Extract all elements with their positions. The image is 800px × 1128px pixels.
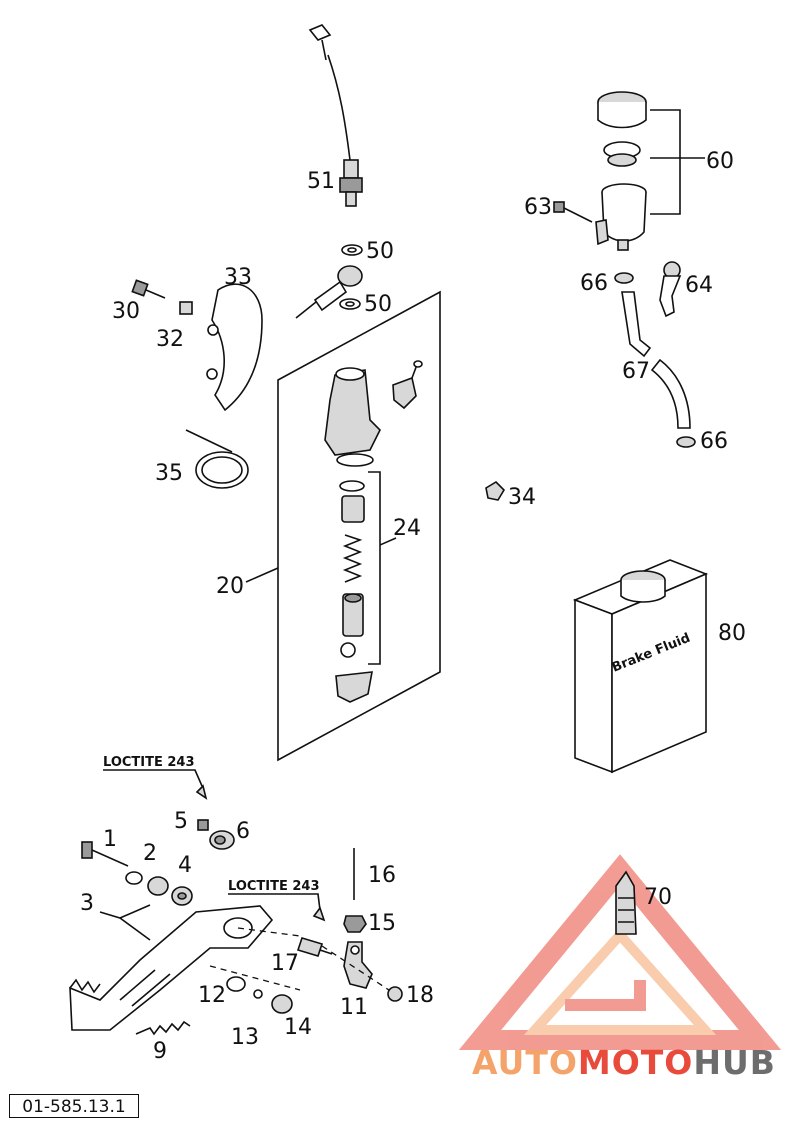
washer-50-bottom — [339, 298, 361, 310]
nut-34 — [485, 480, 506, 501]
label-24: 24 — [393, 516, 421, 541]
label-66-bottom: 66 — [700, 429, 728, 454]
bushing-6 — [209, 830, 235, 850]
clip-18 — [387, 986, 403, 1002]
label-3: 3 — [80, 891, 94, 916]
hose-67 — [621, 291, 691, 429]
bolt-30 — [131, 279, 166, 299]
nut-14 — [271, 994, 293, 1014]
loctite-label-1: LOCTITE 243 — [103, 755, 195, 770]
label-13: 13 — [231, 1025, 259, 1050]
watermark-part-2: MOTO — [577, 1043, 694, 1082]
master-cylinder-group-frame — [245, 290, 441, 762]
label-14: 14 — [284, 1015, 312, 1040]
reservoir-hose-elbow — [392, 360, 423, 410]
loctite-drop-1 — [195, 784, 208, 800]
label-70: 70 — [644, 885, 672, 910]
reservoir-group-bracket — [650, 109, 681, 215]
label-20: 20 — [216, 574, 244, 599]
label-66-top: 66 — [580, 271, 608, 296]
label-6: 6 — [236, 819, 250, 844]
label-9: 9 — [153, 1039, 167, 1064]
bolt-63 — [553, 201, 593, 223]
washer-2 — [125, 871, 143, 885]
label-50-top: 50 — [366, 239, 394, 264]
label-16: 16 — [368, 863, 396, 888]
heat-guard-33 — [206, 283, 263, 412]
loctite-drop-2 — [312, 906, 326, 922]
label-63: 63 — [524, 195, 552, 220]
label-12: 12 — [198, 983, 226, 1008]
label-2: 2 — [143, 841, 157, 866]
watermark-text: AUTOMOTOHUB — [472, 1043, 776, 1082]
bracket-64 — [659, 261, 682, 318]
label-5: 5 — [174, 809, 188, 834]
washer-12 — [226, 976, 246, 992]
label-17: 17 — [271, 951, 299, 976]
label-1: 1 — [103, 827, 117, 852]
return-spring-line — [209, 965, 301, 991]
banjo-fitting — [295, 265, 363, 319]
brake-light-switch-51 — [308, 24, 363, 207]
nut-15 — [343, 915, 367, 933]
label-60: 60 — [706, 149, 734, 174]
loctite-leader-2 — [228, 893, 321, 911]
loctite-label-2: LOCTITE 243 — [228, 879, 320, 894]
document-code: 01-585.13.1 — [9, 1094, 139, 1118]
label-30: 30 — [112, 299, 140, 324]
label-11: 11 — [340, 995, 368, 1020]
clevis-pin-line — [321, 945, 396, 995]
watermark-part-1: AUTO — [472, 1043, 578, 1082]
reservoir-diaphragm — [603, 141, 641, 167]
label-35: 35 — [155, 461, 183, 486]
master-cylinder-body — [324, 367, 381, 467]
bearing-4 — [147, 876, 193, 906]
label-34: 34 — [508, 485, 536, 510]
label-33: 33 — [224, 265, 252, 290]
reservoir-cap-60 — [597, 91, 647, 129]
label-4: 4 — [178, 853, 192, 878]
grease-tube-70 — [615, 870, 637, 935]
label-51: 51 — [307, 169, 335, 194]
loctite-leader-1 — [103, 769, 203, 787]
nut-32 — [179, 301, 193, 315]
label-67: 67 — [622, 359, 650, 384]
brake-pedal — [69, 905, 274, 1031]
label-18: 18 — [406, 983, 434, 1008]
label-80: 80 — [718, 621, 746, 646]
screw-5 — [197, 819, 209, 831]
hose-clamp-66-bottom — [676, 436, 696, 448]
label-3-leader — [99, 904, 151, 941]
label-64: 64 — [685, 273, 713, 298]
washer-50-top — [341, 244, 363, 256]
adjuster-17 — [296, 937, 333, 957]
label-50-bottom: 50 — [364, 292, 392, 317]
piston-kit-24 — [335, 471, 397, 703]
brake-fluid-container-80: Brake Fluid — [572, 559, 709, 774]
label-15: 15 — [368, 911, 396, 936]
bolt-1 — [81, 841, 129, 867]
watermark-part-3: HUB — [693, 1043, 776, 1082]
hose-clamp-66-top — [614, 272, 634, 284]
return-spring-9 — [135, 1020, 191, 1036]
ball-13 — [253, 989, 263, 999]
label-32: 32 — [156, 327, 184, 352]
cable-tie-35 — [185, 429, 249, 489]
clevis-11 — [343, 941, 373, 989]
reservoir-body — [595, 183, 647, 251]
watermark-logo — [458, 854, 782, 1050]
